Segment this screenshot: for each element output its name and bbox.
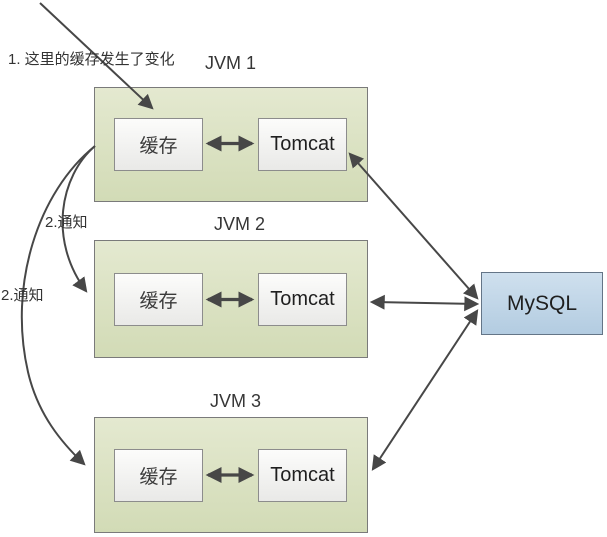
jvm1-box: 缓存 Tomcat [94, 87, 368, 202]
arrow-jvm2-mysql [369, 294, 480, 312]
jvm1-label: JVM 1 [205, 53, 257, 73]
jvm3-cache-label: 缓存 [139, 467, 178, 488]
jvm2-box: 缓存 Tomcat [94, 240, 368, 358]
jvm1-cache-box: 缓存 [114, 118, 203, 171]
jvm1-tomcat-box: Tomcat [258, 118, 347, 171]
mysql-box: MySQL [481, 272, 603, 335]
jvm1-tomcat-label: Tomcat [270, 133, 335, 155]
jvm2-cache-box: 缓存 [114, 273, 203, 326]
jvm1-cache-label: 缓存 [139, 136, 178, 157]
jvm2-tomcat-label: Tomcat [270, 288, 335, 310]
arrow-jvm1-mysql [348, 152, 479, 300]
annotation-notify-jvm2: 2.通知 [45, 214, 88, 231]
jvm2-cache-label: 缓存 [139, 291, 178, 312]
jvm3-cache-box: 缓存 [114, 449, 203, 502]
jvm3-label: JVM 3 [210, 391, 262, 411]
jvm2-label: JVM 2 [214, 214, 266, 234]
jvm2-tomcat-box: Tomcat [258, 273, 347, 326]
jvm3-box: 缓存 Tomcat [94, 417, 368, 533]
mysql-label: MySQL [506, 291, 577, 315]
annotation-notify-jvm3: 2.通知 [1, 287, 44, 304]
jvm3-tomcat-box: Tomcat [258, 449, 347, 502]
jvm3-tomcat-label: Tomcat [270, 464, 335, 486]
arrow-jvm3-mysql [371, 309, 479, 471]
arrow-notify-jvm3 [20, 145, 96, 466]
annotation-step1: 1. 这里的缓存发生了变化 [8, 51, 175, 68]
